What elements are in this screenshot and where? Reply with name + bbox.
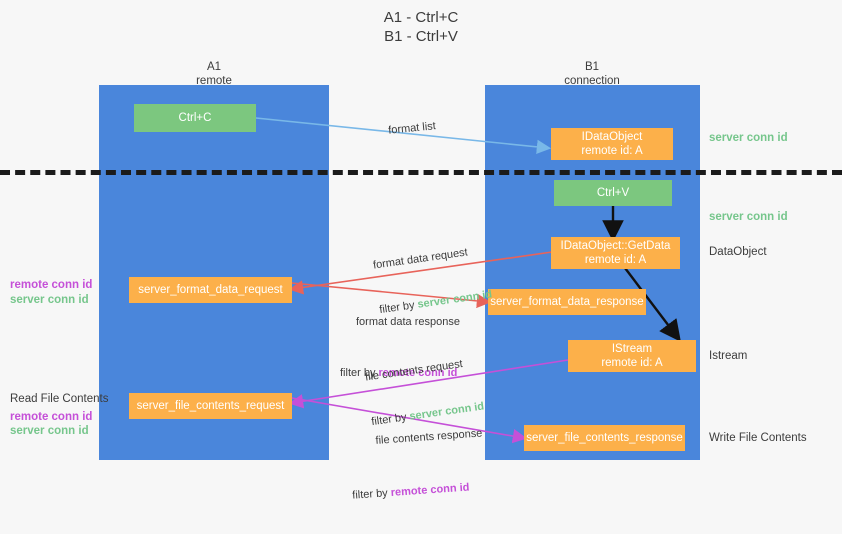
arrow-file-contents-response bbox=[291, 397, 528, 444]
node-idataobject[interactable]: IDataObject remote id: A bbox=[551, 128, 673, 160]
right-label-server-conn-id-top: server conn id bbox=[709, 132, 788, 144]
node-ctrl-v[interactable]: Ctrl+V bbox=[554, 180, 672, 206]
node-istream-line2: remote id: A bbox=[601, 357, 663, 369]
node-idataobject-line1: IDataObject bbox=[581, 131, 643, 143]
arrow-format-list bbox=[255, 117, 552, 155]
node-server-file-contents-response[interactable]: server_file_contents_response bbox=[524, 425, 685, 451]
filter-value: remote conn id bbox=[390, 481, 470, 499]
left-label-server-conn-id-lower: server conn id bbox=[10, 425, 89, 437]
right-label-server-conn-id-mid: server conn id bbox=[709, 211, 788, 223]
connector-layer bbox=[255, 117, 681, 444]
annotation-format-data-response-text: format data response bbox=[356, 316, 460, 328]
annotation-format-data-request-text: format data request bbox=[372, 246, 469, 272]
left-label-read-file-contents: Read File Contents bbox=[10, 393, 109, 405]
annotation-format-data-response-filter: filter by remote conn id bbox=[340, 366, 460, 381]
arrow-format-data-response bbox=[291, 282, 492, 309]
node-server-file-contents-request[interactable]: server_file_contents_request bbox=[129, 393, 292, 419]
right-label-write-file-contents: Write File Contents bbox=[709, 432, 807, 444]
node-server-format-data-response-line1: server_format_data_response bbox=[490, 296, 644, 308]
filter-prefix: filter by bbox=[351, 486, 392, 502]
filter-value: remote conn id bbox=[378, 367, 458, 379]
right-label-dataobject: DataObject bbox=[709, 246, 767, 258]
arrow-file-contents-request bbox=[288, 359, 569, 409]
arrow-getdata-to-istream bbox=[624, 267, 681, 342]
node-ctrl-v-line1: Ctrl+V bbox=[596, 187, 630, 199]
column-header-b1: B1 connection bbox=[564, 61, 620, 87]
node-getdata-line1: IDataObject::GetData bbox=[560, 240, 671, 252]
right-label-istream: Istream bbox=[709, 350, 748, 362]
boundary-dashed-line bbox=[0, 170, 842, 175]
annotation-file-contents-response-text: file contents response bbox=[375, 427, 483, 447]
node-istream-line1: IStream bbox=[611, 343, 653, 355]
node-server-format-data-request[interactable]: server_format_data_request bbox=[129, 277, 292, 303]
diagram-canvas: A1 - Ctrl+C B1 - Ctrl+V A1 remote B1 con… bbox=[0, 9, 842, 502]
annotation-format-list-text: format list bbox=[387, 120, 437, 137]
node-ctrl-c-line1: Ctrl+C bbox=[178, 112, 212, 124]
node-server-file-contents-response-line1: server_file_contents_response bbox=[526, 432, 683, 444]
annotation-format-data-response: format data response filter by remote co… bbox=[340, 285, 460, 411]
annotation-file-contents-response: file contents response filter by remote … bbox=[352, 397, 489, 532]
node-idataobject-line2: remote id: A bbox=[581, 145, 643, 157]
left-label-remote-conn-id-lower: remote conn id bbox=[10, 411, 93, 423]
node-server-format-data-response[interactable]: server_format_data_response bbox=[488, 289, 646, 315]
node-server-file-contents-request-line1: server_file_contents_request bbox=[136, 400, 285, 412]
node-istream[interactable]: IStream remote id: A bbox=[568, 340, 696, 372]
filter-prefix: filter by bbox=[340, 367, 379, 379]
node-getdata-line2: remote id: A bbox=[584, 254, 647, 266]
node-server-format-data-request-line1: server_format_data_request bbox=[138, 284, 283, 296]
left-label-remote-conn-id-upper: remote conn id bbox=[10, 279, 93, 291]
column-header-a1: A1 remote bbox=[196, 61, 232, 87]
arrow-format-data-request bbox=[288, 251, 553, 295]
annotation-file-contents-request-text: file contents request bbox=[364, 357, 464, 384]
left-label-server-conn-id-upper: server conn id bbox=[10, 294, 89, 306]
node-ctrl-c[interactable]: Ctrl+C bbox=[134, 104, 256, 132]
page-title: A1 - Ctrl+C B1 - Ctrl+V bbox=[383, 9, 459, 45]
annotation-format-list: format list bbox=[374, 104, 438, 155]
node-idataobject-getdata[interactable]: IDataObject::GetData remote id: A bbox=[551, 237, 680, 269]
